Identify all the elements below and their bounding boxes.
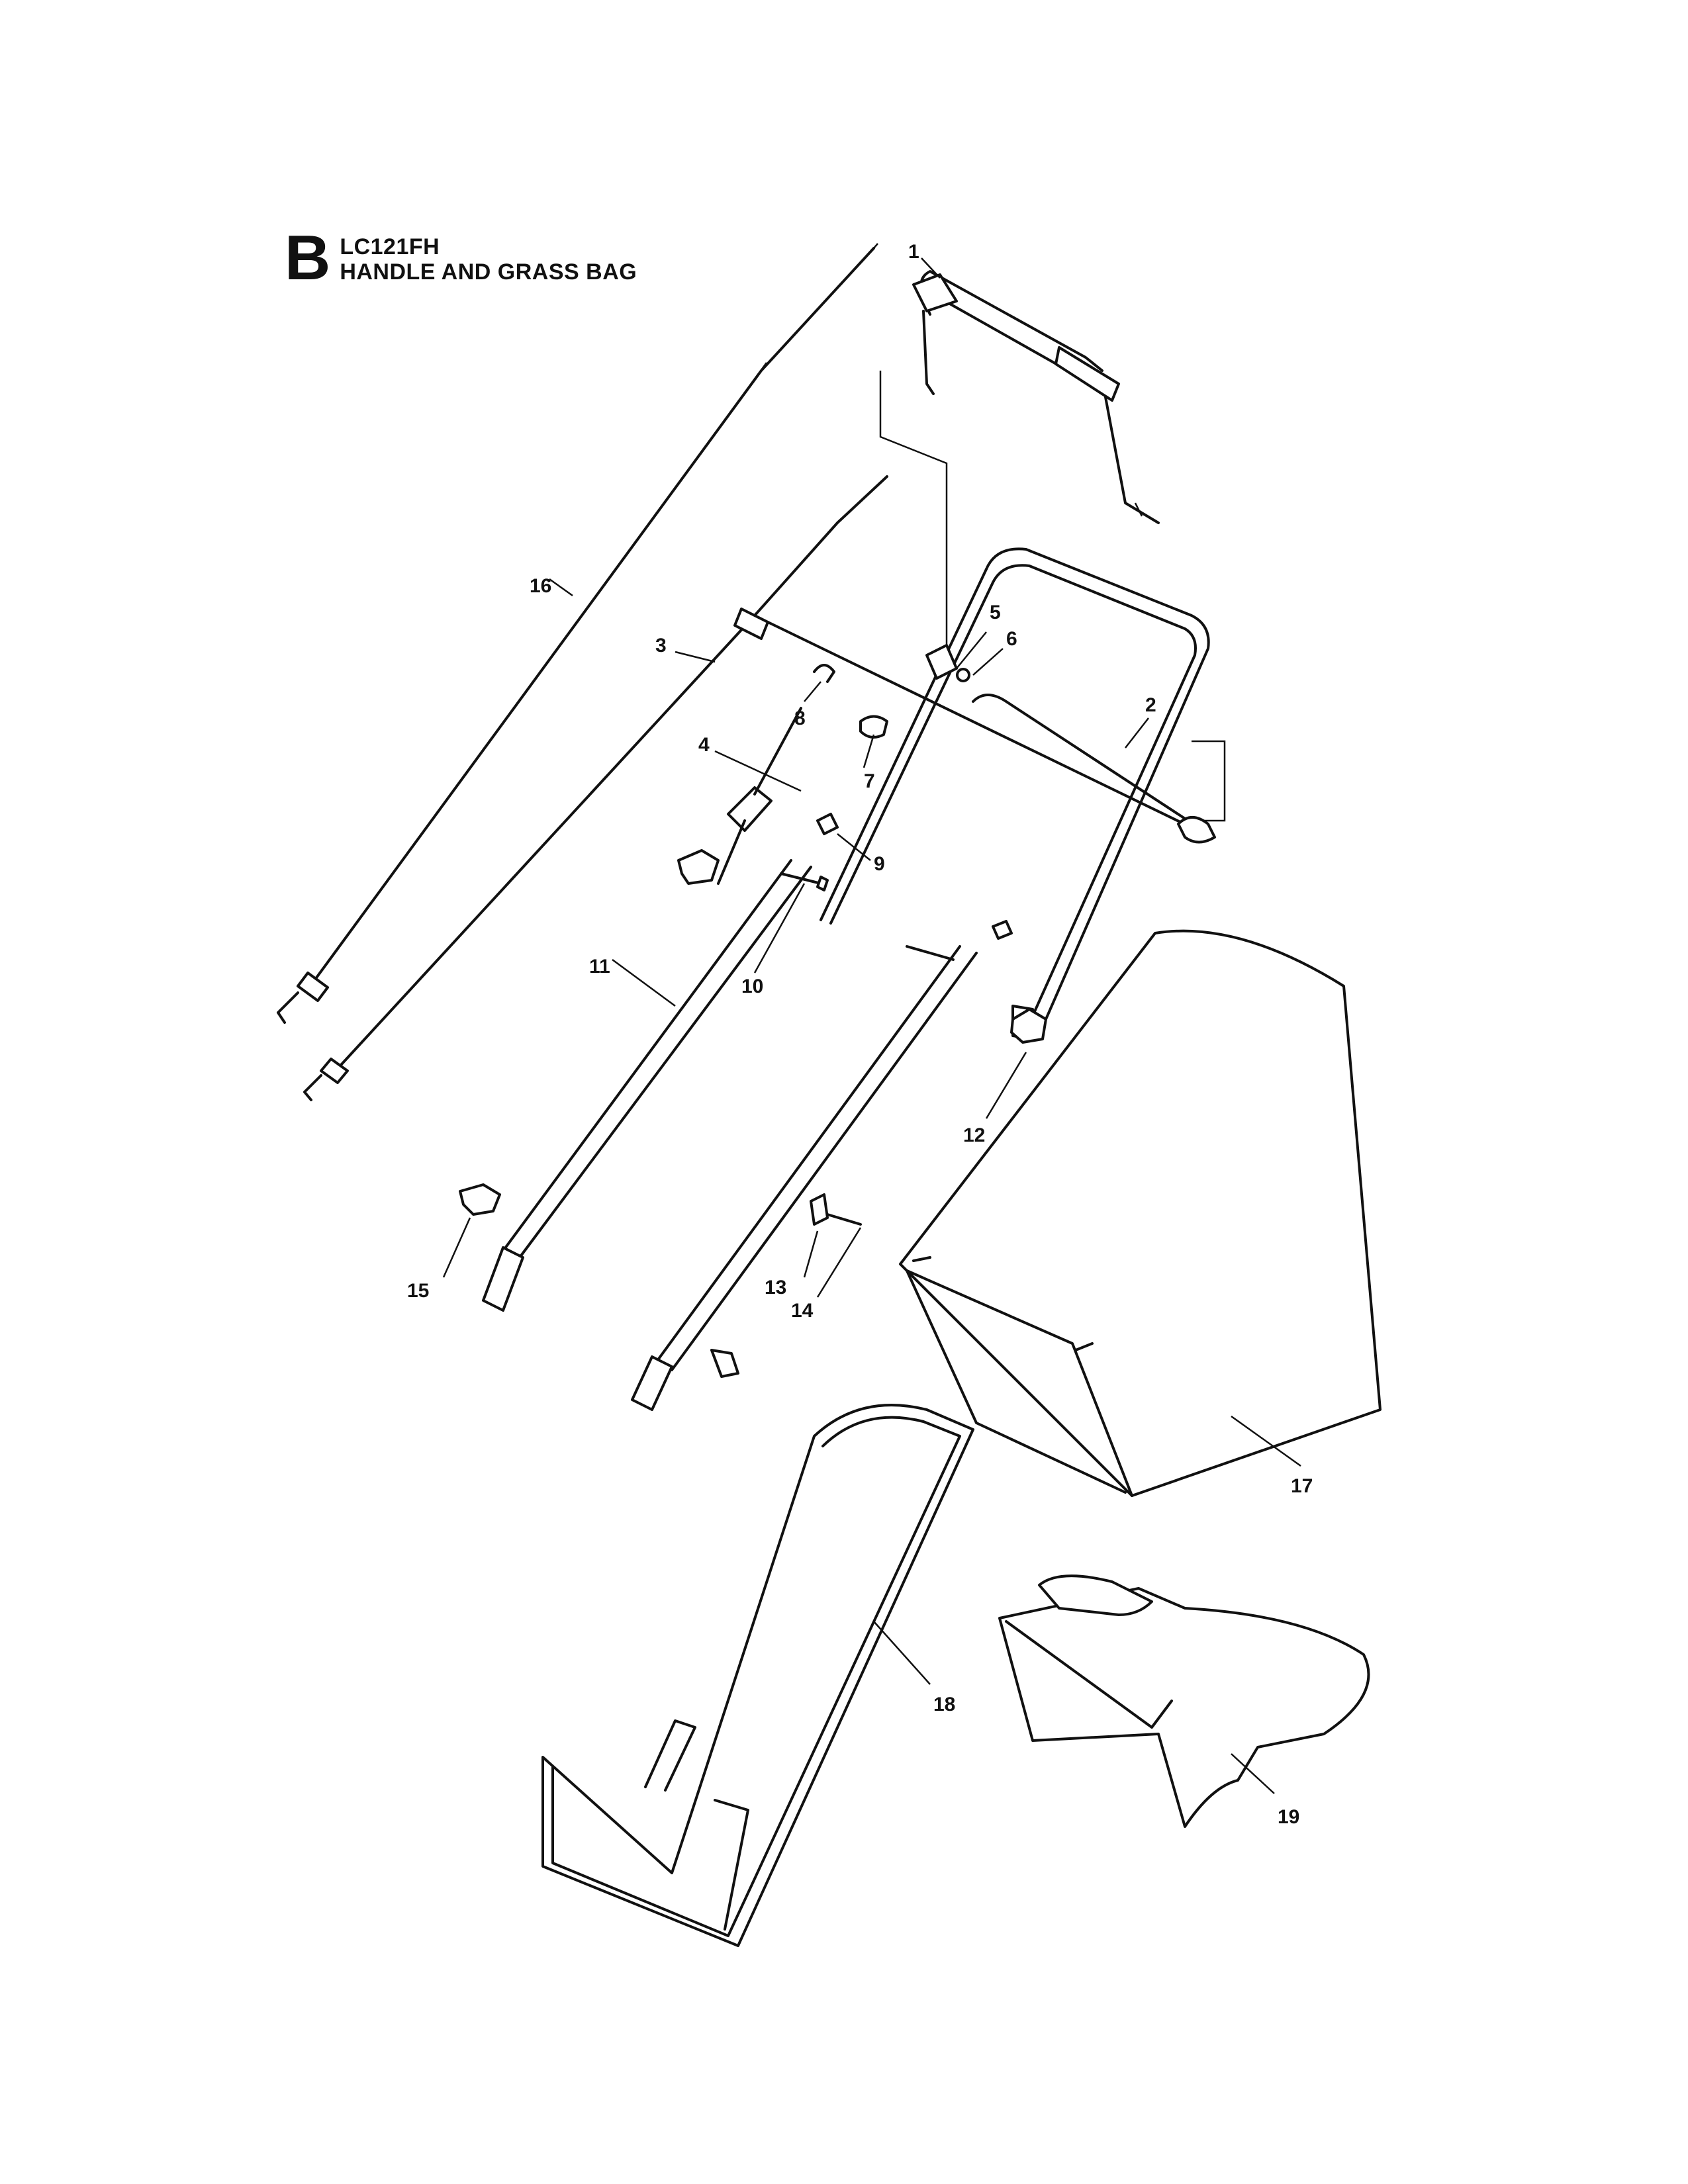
lower-tube-right [631, 920, 1013, 1411]
callout-5: 5 [990, 602, 1001, 623]
callout-2: 2 [1145, 694, 1156, 716]
callout-numbers: 1 2 3 4 5 6 7 8 9 10 11 12 13 14 15 16 1… [407, 241, 1313, 1828]
section-letter: B [285, 222, 331, 293]
callout-1: 1 [908, 241, 919, 263]
part-14-screw [826, 1213, 862, 1226]
header-text: LC121FH HANDLE AND GRASS BAG [340, 234, 637, 285]
part-12-star-knob [1010, 1008, 1047, 1044]
callout-18: 18 [933, 1694, 955, 1715]
part-3-cable [303, 475, 888, 1101]
part-13-cam-clamp [810, 1193, 829, 1226]
wing-knob-left [677, 849, 720, 885]
callout-19: 19 [1278, 1806, 1299, 1828]
part-4-lever [717, 707, 802, 885]
part-8-spring [813, 664, 835, 683]
part-16-cable [277, 243, 878, 1024]
callout-16: 16 [530, 575, 551, 597]
callout-9: 9 [874, 853, 885, 875]
callout-12: 12 [963, 1124, 985, 1146]
callout-4: 4 [698, 734, 710, 756]
assembly-bracket-lines [879, 371, 1226, 822]
callout-17: 17 [1291, 1475, 1313, 1497]
section-title: HANDLE AND GRASS BAG [340, 259, 637, 285]
part-6-nut [956, 668, 970, 682]
part-7-clamp [859, 715, 888, 739]
part-19-chute [998, 1574, 1370, 1828]
callout-11: 11 [589, 956, 610, 978]
model-code: LC121FH [340, 234, 440, 259]
part-11-lower-tube-left [482, 859, 812, 1312]
callout-3: 3 [655, 635, 667, 657]
diagram-header: B LC121FH HANDLE AND GRASS BAG [285, 222, 637, 293]
callout-6: 6 [1006, 628, 1017, 650]
callout-13: 13 [765, 1277, 786, 1298]
part-18-bag-frame [541, 1404, 974, 1947]
part-1-upper-handle [912, 270, 1160, 524]
leader-lines [442, 257, 1301, 1794]
callout-8: 8 [794, 707, 806, 729]
part-5-clip [925, 644, 958, 680]
part-15-wing-knob [459, 1183, 501, 1216]
part-17-grass-bag [899, 929, 1382, 1497]
callout-7: 7 [864, 770, 875, 792]
callout-14: 14 [791, 1300, 814, 1322]
part-9-nut [816, 813, 839, 835]
callout-15: 15 [407, 1280, 429, 1302]
callout-10: 10 [741, 976, 763, 997]
